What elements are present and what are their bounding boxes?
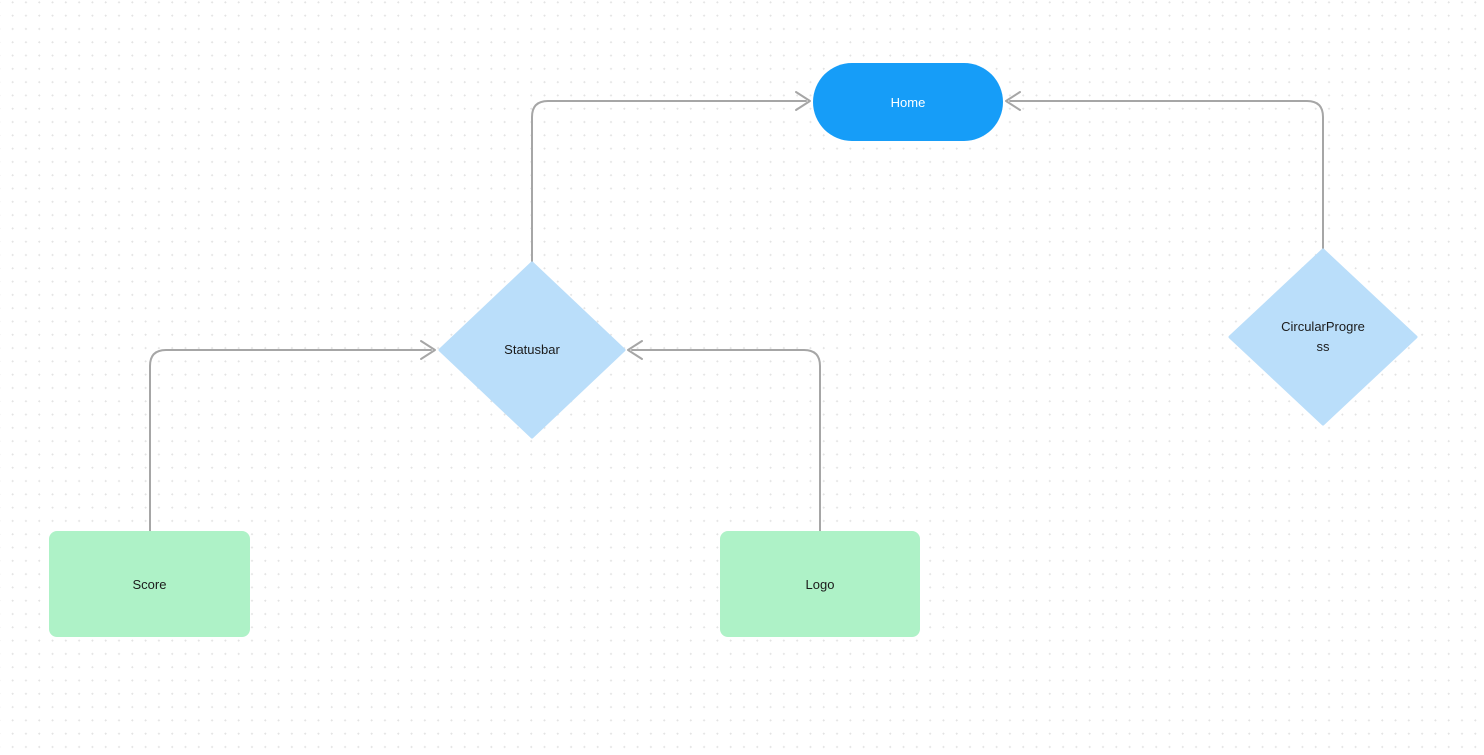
node-score[interactable]: Score <box>49 531 250 637</box>
connector-line <box>149 349 432 532</box>
node-statusbar-diamond[interactable] <box>438 261 626 439</box>
connector-line <box>1009 100 1324 251</box>
edge-statusbar-to-home[interactable] <box>531 91 811 264</box>
edge-logo-to-statusbar[interactable] <box>627 340 821 532</box>
node-logo[interactable]: Logo <box>720 531 920 637</box>
connector-line <box>631 349 821 532</box>
arrowhead-left-icon <box>627 340 643 360</box>
node-home[interactable]: Home <box>813 63 1003 141</box>
node-home-label: Home <box>890 94 926 110</box>
node-logo-label: Logo <box>805 576 835 592</box>
node-circularprogress-diamond[interactable] <box>1228 248 1418 426</box>
arrowhead-right-icon <box>420 340 436 360</box>
arrowhead-right-icon <box>795 91 811 111</box>
edge-score-to-statusbar[interactable] <box>149 340 436 532</box>
node-score-label: Score <box>132 576 167 592</box>
arrowhead-left-icon <box>1005 91 1021 111</box>
edge-circularprogress-to-home[interactable] <box>1005 91 1324 251</box>
connector-line <box>531 100 807 264</box>
